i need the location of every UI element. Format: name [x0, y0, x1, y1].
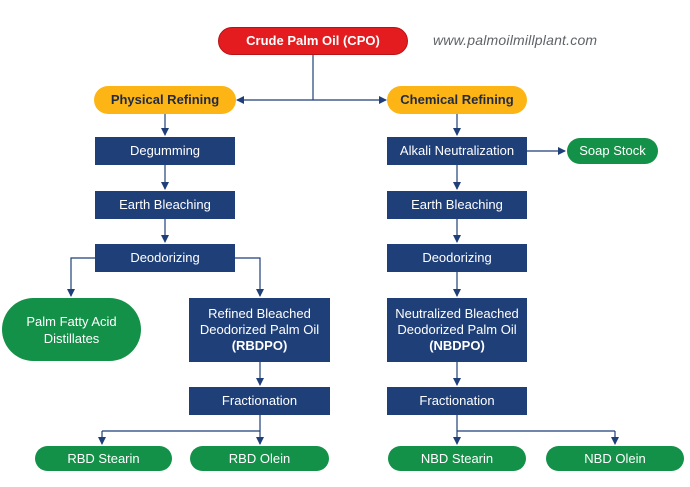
nbdpo-line-1: Neutralized Bleached — [395, 306, 519, 321]
node-nbd-stearin: NBD Stearin — [388, 446, 526, 471]
node-degumming: Degumming — [95, 137, 235, 165]
node-alkali-neutralization: Alkali Neutralization — [387, 137, 527, 165]
node-rbd-olein: RBD Olein — [190, 446, 329, 471]
node-deodorizing-chemical: Deodorizing — [387, 244, 527, 272]
node-rbdpo: Refined Bleached Deodorized Palm Oil (RB… — [189, 298, 330, 362]
rbdpo-line-2: Deodorized Palm Oil — [199, 322, 320, 337]
node-crude-palm-oil: Crude Palm Oil (CPO) — [218, 27, 408, 55]
connector-fractionation-stems — [102, 415, 261, 444]
connector-fractionation-stems-c — [456, 415, 615, 432]
website-label: www.palmoilmillplant.com — [433, 32, 598, 48]
node-nbd-olein: NBD Olein — [546, 446, 684, 471]
node-fractionation-chemical: Fractionation — [387, 387, 527, 415]
connector-deodorizing-pfad — [67, 257, 95, 297]
node-nbdpo: Neutralized Bleached Deodorized Palm Oil… — [387, 298, 527, 362]
node-deodorizing-physical: Deodorizing — [95, 244, 235, 272]
rbdpo-line-1: Refined Bleached — [208, 306, 311, 321]
node-earth-bleaching-physical: Earth Bleaching — [95, 191, 235, 219]
node-physical-refining: Physical Refining — [94, 86, 236, 114]
node-soap-stock: Soap Stock — [567, 138, 658, 164]
rbdpo-line-3: (RBDPO) — [231, 338, 288, 353]
node-earth-bleaching-chemical: Earth Bleaching — [387, 191, 527, 219]
nbdpo-line-2: Deodorized Palm Oil — [397, 322, 517, 337]
node-palm-fatty-acid-distillates: Palm Fatty Acid Distillates — [2, 298, 141, 361]
node-fractionation-physical: Fractionation — [189, 387, 330, 415]
nbdpo-line-3: (NBDPO) — [429, 338, 485, 353]
connector-deodorizing-rbdpo — [235, 257, 264, 297]
node-chemical-refining: Chemical Refining — [387, 86, 527, 114]
node-rbd-stearin: RBD Stearin — [35, 446, 172, 471]
